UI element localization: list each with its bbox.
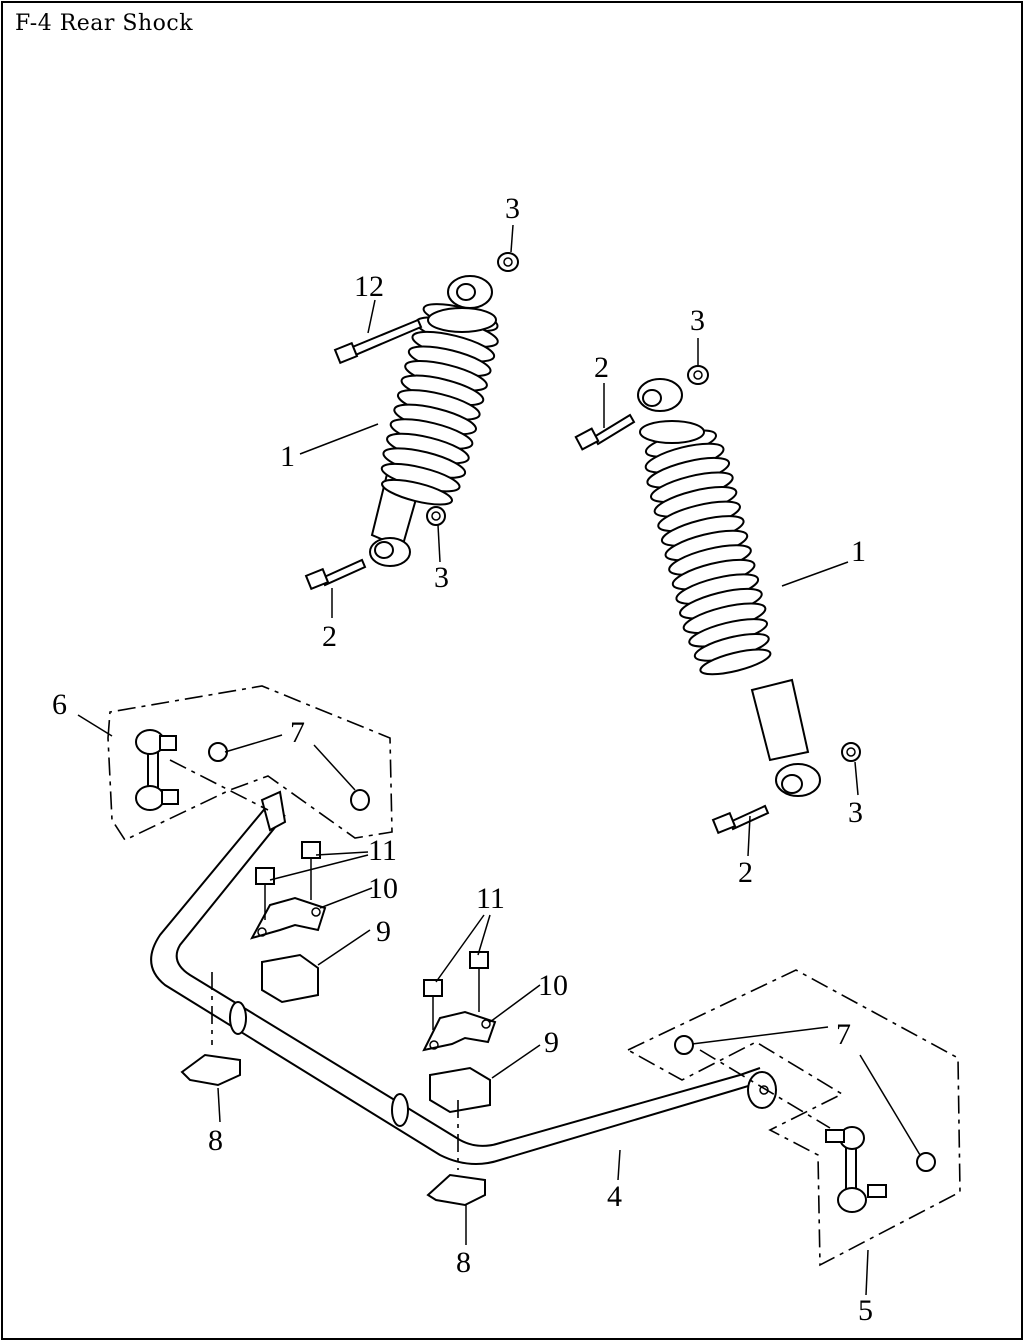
clamp-8-right (426, 1173, 486, 1207)
label-3-d: 3 (848, 796, 863, 829)
bolt-right-top (574, 413, 636, 451)
link-axis-right (699, 1049, 831, 1129)
bolt-12 (333, 318, 423, 365)
label-7-b: 7 (836, 1018, 851, 1051)
bolt-11-left-a (255, 867, 275, 920)
right-shock-absorber (637, 378, 821, 797)
label-9-a: 9 (376, 915, 391, 948)
label-2-c: 2 (738, 856, 753, 889)
stabilizer-bar (150, 790, 777, 1165)
label-3-b: 3 (434, 561, 449, 594)
nut-right-top (687, 365, 709, 385)
label-1-a: 1 (280, 440, 295, 473)
label-2-b: 2 (594, 351, 609, 384)
group-outline-right (626, 969, 961, 1267)
nut-left-top (497, 252, 519, 272)
label-12: 12 (354, 270, 384, 303)
nut-right-bottom (841, 742, 861, 762)
label-1-b: 1 (851, 535, 866, 568)
bolt-left-bottom (304, 558, 367, 591)
label-3-a: 3 (505, 192, 520, 225)
stabilizer-link-right (674, 1035, 936, 1213)
label-10-b: 10 (538, 969, 568, 1002)
bracket-10-left (249, 896, 327, 940)
label-3-c: 3 (690, 304, 705, 337)
stabilizer-link-left (135, 729, 370, 811)
label-5: 5 (858, 1294, 873, 1327)
label-4: 4 (607, 1180, 622, 1213)
bracket-10-right (422, 1010, 497, 1052)
bolt-11-right-b (469, 951, 489, 1012)
label-8-b: 8 (456, 1246, 471, 1279)
clamp-8-left (180, 1053, 241, 1087)
label-8-a: 8 (208, 1124, 223, 1157)
bolt-11-right-a (423, 979, 443, 1030)
leader-lines (77, 224, 921, 1296)
left-shock-absorber (369, 275, 499, 567)
label-2-a: 2 (322, 620, 337, 653)
label-11-b: 11 (476, 882, 505, 915)
label-7-a: 7 (290, 716, 305, 749)
label-6: 6 (52, 688, 67, 721)
group-outline-left (107, 685, 393, 842)
link-axis-left (169, 759, 269, 811)
label-10-a: 10 (368, 872, 398, 905)
bushing-9-right (429, 1066, 491, 1114)
page-title: F-4 Rear Shock (15, 11, 194, 36)
label-11-a: 11 (368, 834, 397, 867)
bushing-9-left (261, 953, 319, 1004)
bolt-11-left-b (301, 841, 321, 900)
label-9-b: 9 (544, 1026, 559, 1059)
bolt-right-bottom (711, 804, 770, 835)
nut-left-bottom (426, 506, 446, 526)
